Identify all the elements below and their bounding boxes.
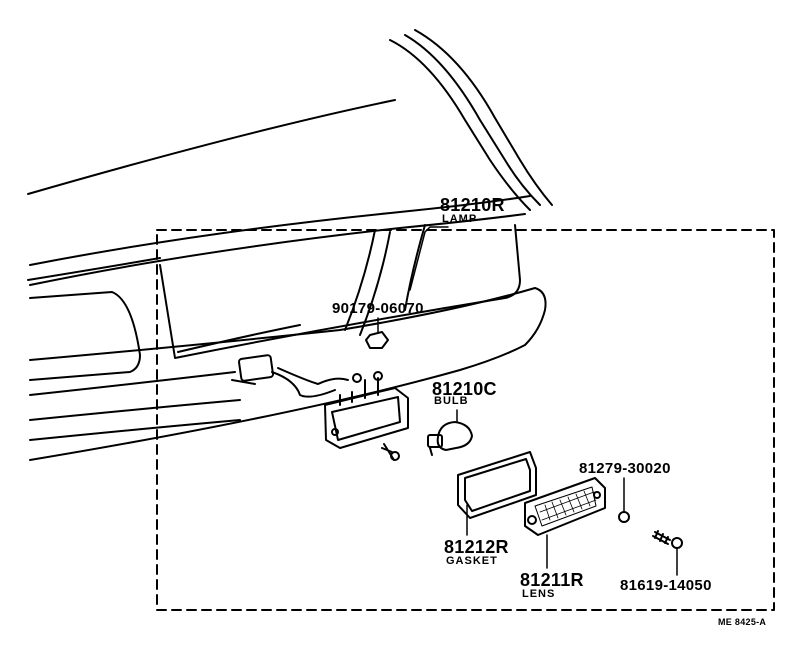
- lens-part-number: 81211R: [520, 570, 584, 590]
- gasket: [457, 451, 537, 519]
- wiring-harness: [231, 354, 349, 398]
- nut-part-number: 90179-06070: [332, 300, 424, 317]
- washer-part-number: 81279-30020: [579, 460, 671, 477]
- gasket-part-name: GASKET: [446, 555, 498, 567]
- lens-screw: [652, 530, 683, 549]
- reference-code: ME 8425-A: [718, 617, 767, 627]
- washer: [618, 511, 630, 523]
- leader-lines: [377, 226, 678, 576]
- bulb-part-number: 81210C: [432, 379, 497, 399]
- lens-screw-part-number: 81619-14050: [620, 577, 712, 594]
- housing-screw: [381, 443, 400, 461]
- bulb-part-name: BULB: [434, 395, 469, 407]
- nut: [365, 331, 389, 349]
- vehicle-body-outline: [27, 29, 553, 461]
- lens: [524, 477, 606, 536]
- lamp-part-name: LAMP: [442, 213, 478, 225]
- parts-boundary-box: [156, 229, 775, 611]
- bulb: [427, 421, 473, 456]
- gasket-part-number: 81212R: [444, 537, 509, 557]
- lens-part-name: LENS: [522, 588, 556, 600]
- lamp-housing: [324, 371, 409, 449]
- lamp-part-number: 81210R: [440, 195, 505, 215]
